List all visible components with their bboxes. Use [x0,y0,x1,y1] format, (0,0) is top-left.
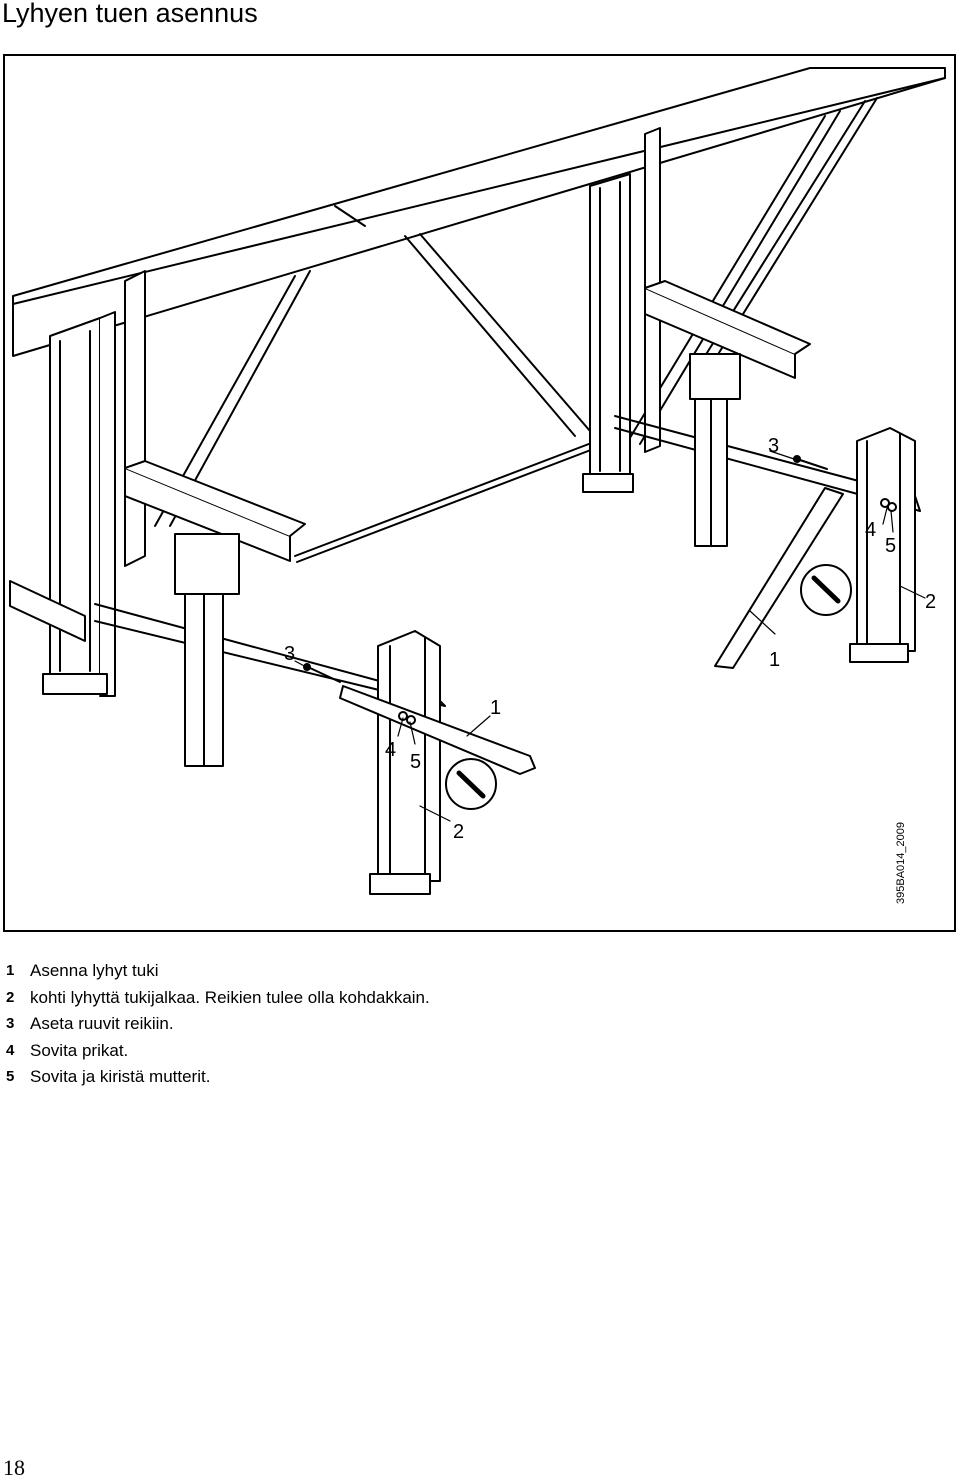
step-item: 1 Asenna lyhyt tuki [6,958,430,985]
installation-figure: 3 4 5 2 3 1 1 4 5 2 395BA014_2009 [3,54,956,932]
callout-2-front: 2 [453,821,465,843]
right-perforated-leg [689,353,741,547]
step-text: Aseta ruuvit reikiin. [30,1014,174,1033]
page-number: 18 [3,1455,25,1480]
step-item: 5 Sovita ja kiristä mutterit. [6,1064,430,1091]
callout-4-front: 4 [385,739,397,761]
callout-5-front: 5 [410,751,422,773]
front-short-leg [369,630,441,895]
callout-4-right: 4 [865,519,877,541]
callout-3-front: 3 [284,643,296,665]
step-number: 2 [6,988,15,1006]
step-number: 4 [6,1041,15,1059]
figure-id: 395BA014_2009 [895,822,907,904]
step-text: Sovita ja kiristä mutterit. [30,1067,211,1086]
callout-1-front: 1 [490,697,502,719]
left-cross-arm [9,460,306,642]
front-short-brace [339,685,536,775]
callout-3-right: 3 [768,435,780,457]
callout-5-right: 5 [885,535,897,557]
right-short-brace [714,487,844,669]
callout-2-right: 2 [925,591,937,613]
right-cross-arm [644,280,811,379]
step-number: 1 [6,962,15,979]
washers-nuts [398,498,897,725]
step-text: kohti lyhyttä tukijalkaa. Reikien tulee … [30,987,430,1007]
instruction-list: 1 Asenna lyhyt tuki 2 kohti lyhyttä tuki… [6,958,430,1091]
step-item: 4 Sovita prikat. [6,1038,430,1065]
page-title: Lyhyen tuen asennus [2,0,258,28]
top-beam [12,67,946,357]
assembly-drawing [9,67,946,895]
step-item: 3 Aseta ruuvit reikiin. [6,1011,430,1038]
tie-rod [294,433,618,563]
left-perforated-leg [174,533,240,767]
wrench-icons [445,564,852,810]
step-text: Sovita prikat. [30,1040,129,1060]
bolts [303,455,828,683]
leader-lines [294,450,926,822]
step-text: Asenna lyhyt tuki [30,961,159,980]
right-short-leg [849,427,916,663]
step-item: 2 kohti lyhyttä tukijalkaa. Reikien tule… [6,985,430,1012]
step-number: 3 [6,1015,15,1032]
callout-1-right: 1 [769,649,781,671]
step-number: 5 [6,1068,15,1085]
